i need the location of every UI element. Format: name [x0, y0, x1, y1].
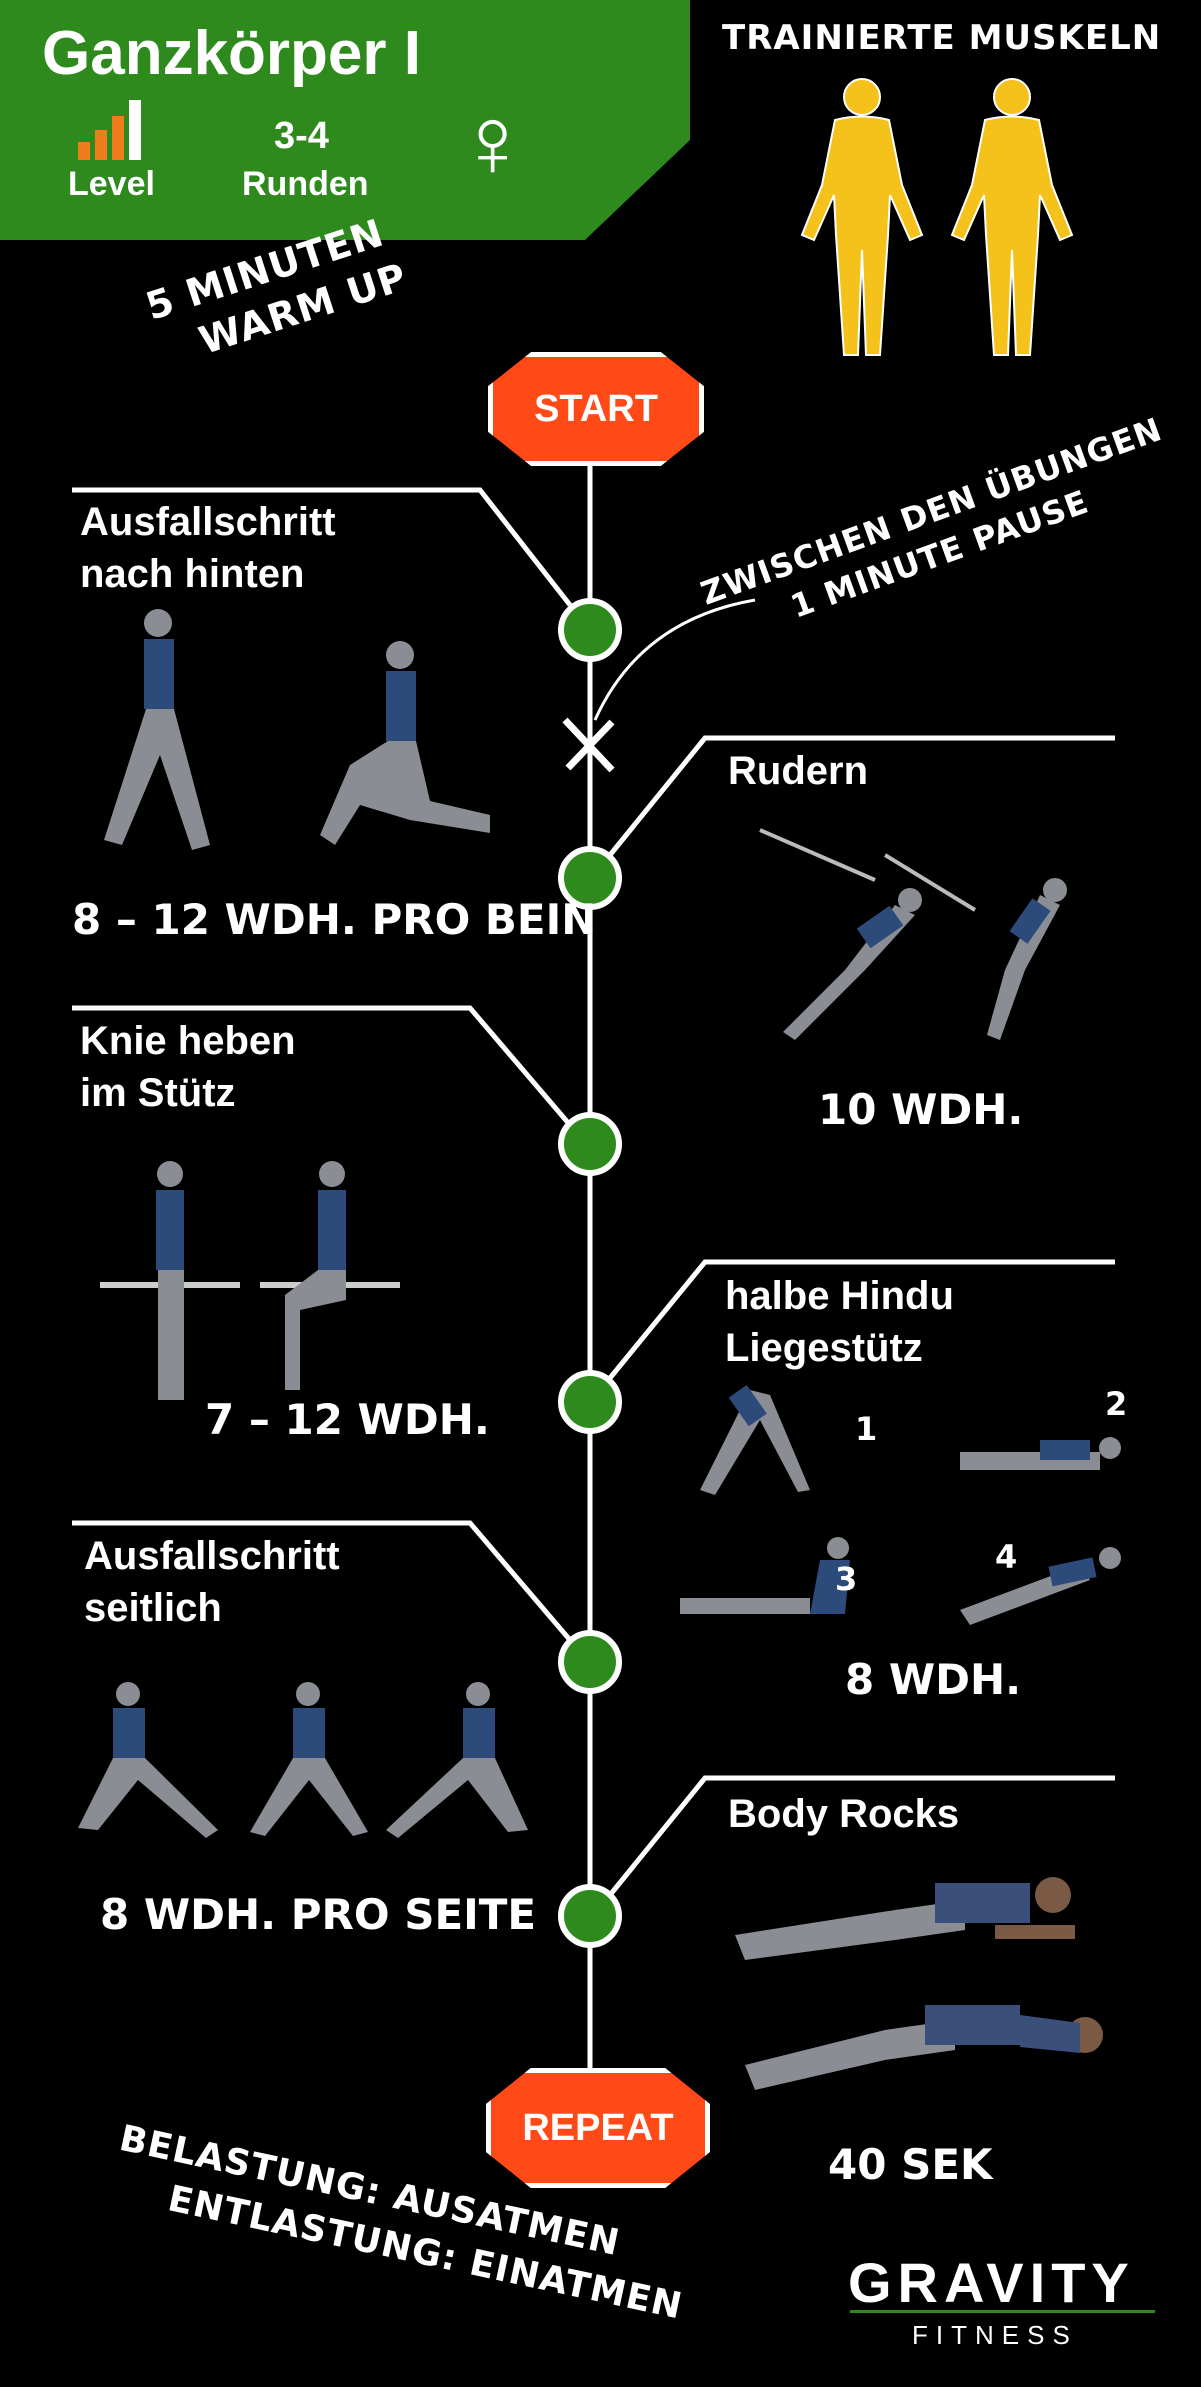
exercise-title-1: Ausfallschritt nach hinten	[80, 500, 336, 596]
timeline-node-2	[558, 846, 622, 910]
pause-marker-icon	[562, 717, 615, 773]
timeline-node-4	[558, 1370, 622, 1434]
exercise-title-3: Knie heben im Stütz	[80, 1019, 296, 1115]
exercise-illustration-1	[70, 605, 510, 865]
hindu-step-3: 3	[835, 1560, 859, 1598]
female-symbol-icon: ♀	[455, 86, 530, 198]
brand-logo: GRAVITY	[848, 2251, 1135, 2314]
exercise-illustration-6	[735, 1855, 1115, 2105]
exercise-title-6: Body Rocks	[728, 1792, 960, 1836]
timeline-node-3	[558, 1112, 622, 1176]
exercise-title-2: Rudern	[728, 749, 868, 793]
hindu-step-1: 1	[855, 1410, 879, 1448]
exercise-reps-6: 40 SEK	[828, 2140, 993, 2189]
exercise-title-5: Ausfallschritt seitlich	[84, 1534, 340, 1630]
exercise-reps-1: 8 – 12 WDH. PRO BEIN	[72, 895, 597, 944]
start-label: START	[534, 387, 658, 430]
exercise-reps-3: 7 – 12 WDH.	[205, 1395, 490, 1444]
exercise-reps-5: 8 WDH. PRO SEITE	[100, 1890, 537, 1939]
logo-underline	[850, 2310, 1155, 2313]
rounds-label: Runden	[242, 165, 369, 203]
timeline-node-6	[558, 1884, 622, 1948]
muscle-figures	[790, 75, 1090, 360]
exercise-illustration-5	[68, 1680, 538, 1840]
repeat-label: REPEAT	[522, 2106, 674, 2149]
exercise-illustration-3	[100, 1160, 400, 1410]
brand-logo-sub: FITNESS	[912, 2320, 1078, 2350]
page-title: Ganzkörper I	[42, 19, 421, 88]
hindu-step-4: 4	[995, 1538, 1019, 1576]
muscles-heading: TRAINIERTE MUSKELN	[722, 18, 1162, 58]
level-label: Level	[68, 165, 155, 203]
repeat-sign: REPEAT	[486, 2068, 710, 2188]
exercise-illustration-2	[755, 820, 1115, 1055]
rounds-value: 3-4	[274, 115, 329, 157]
exercise-reps-2: 10 WDH.	[818, 1085, 1024, 1134]
level-bars-icon	[78, 100, 150, 160]
exercise-title-4: halbe Hindu Liegestütz	[725, 1274, 954, 1370]
timeline-node-1	[558, 598, 622, 662]
start-sign: START	[488, 352, 704, 466]
exercise-reps-4: 8 WDH.	[845, 1655, 1022, 1704]
exercise-illustration-4	[660, 1380, 1150, 1650]
hindu-step-2: 2	[1105, 1385, 1129, 1423]
timeline-node-5	[558, 1630, 622, 1694]
